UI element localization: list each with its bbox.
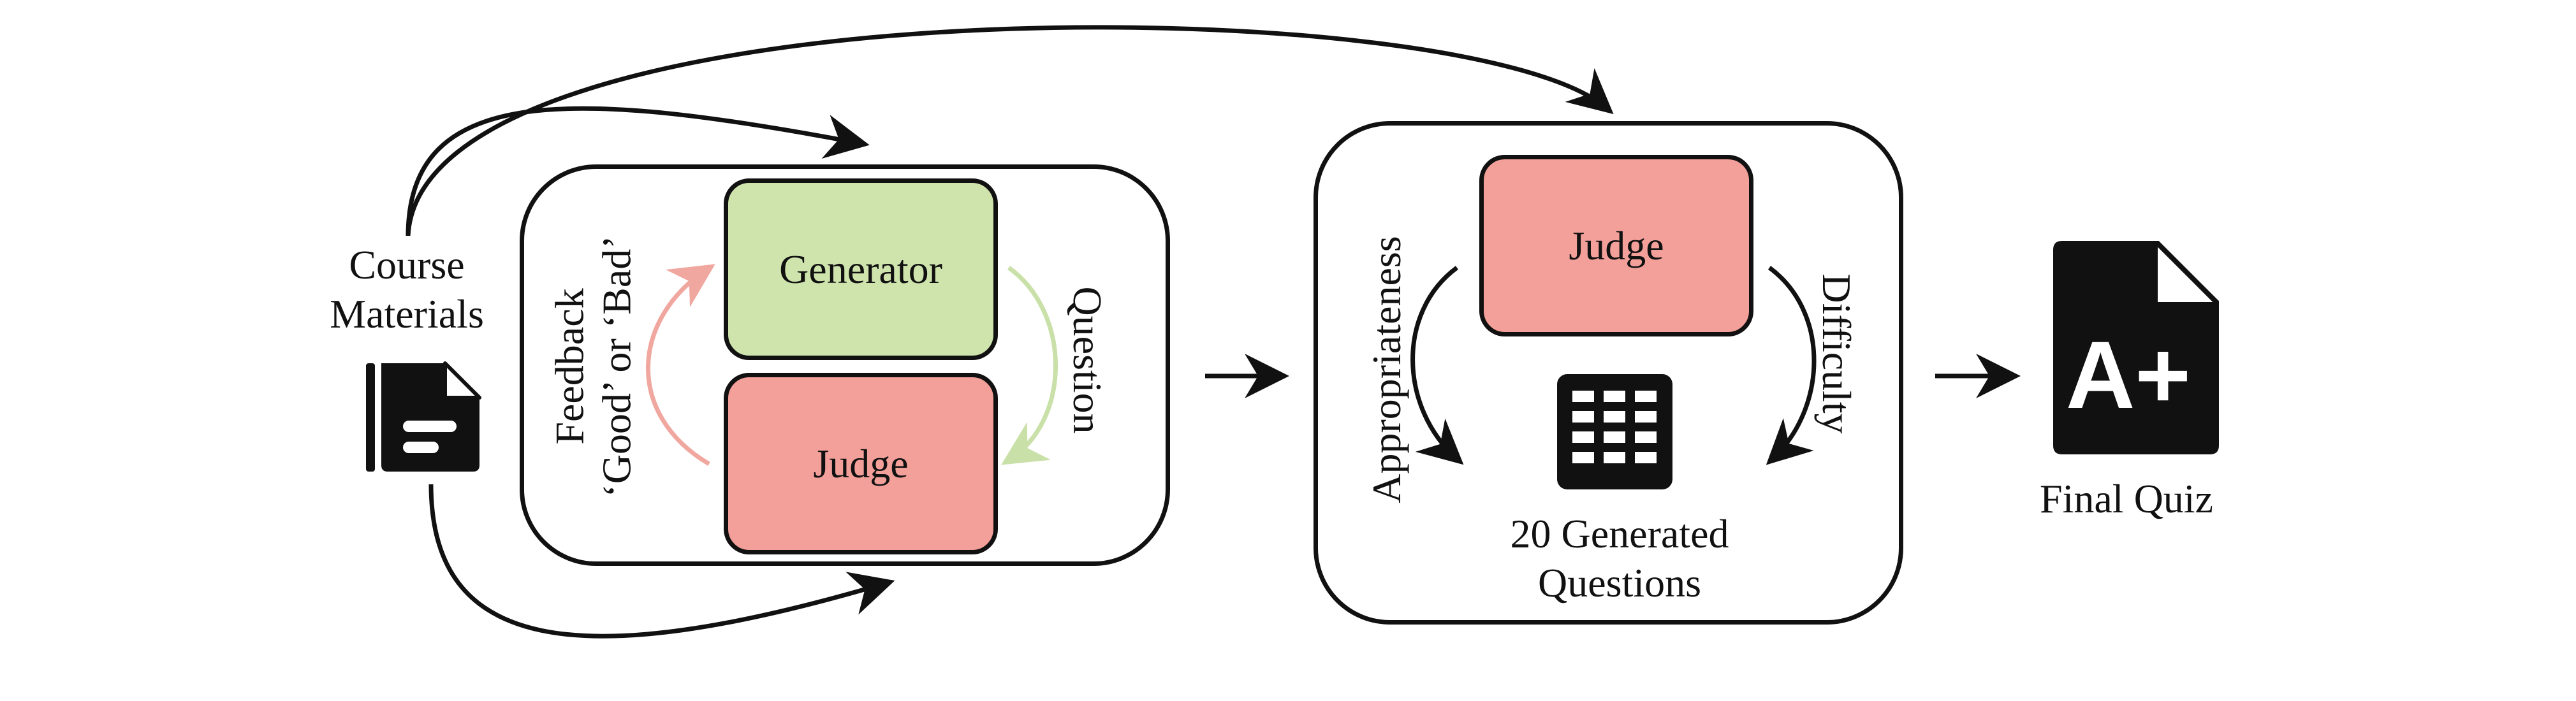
generated-questions-line-2: Questions bbox=[1538, 560, 1701, 605]
loop-judge-node: Judge bbox=[724, 373, 998, 554]
final-quiz-label: Final Quiz bbox=[2040, 476, 2213, 521]
generator-node: Generator bbox=[724, 178, 998, 360]
grade-text: A+ bbox=[2066, 321, 2191, 428]
grade-a-plus-document-icon: A+ bbox=[2053, 241, 2219, 454]
evaluation-judge-label: Judge bbox=[1569, 222, 1664, 268]
evaluation-group bbox=[1314, 121, 1903, 625]
feedback-arrow bbox=[646, 264, 715, 466]
course-materials-label: Course Materials bbox=[330, 241, 484, 339]
arrow-course-to-evaluation bbox=[406, 25, 1614, 236]
loop-judge-label: Judge bbox=[813, 440, 909, 486]
appropriateness-label: Appropriateness bbox=[1364, 236, 1410, 503]
course-materials-line-2: Materials bbox=[330, 291, 484, 336]
generated-questions-line-1: 20 Generated bbox=[1510, 511, 1729, 556]
arrow-course-to-loop-bottom bbox=[428, 484, 895, 639]
generation-loop-group bbox=[520, 164, 1170, 566]
generator-label: Generator bbox=[779, 246, 942, 292]
feedback-line-1: Feedback bbox=[546, 288, 592, 445]
appropriateness-arrow bbox=[1410, 266, 1464, 465]
question-arrow bbox=[1001, 266, 1058, 465]
grid-table-icon bbox=[1557, 374, 1672, 489]
document-icon bbox=[366, 361, 481, 472]
generated-questions-label: 20 Generated Questions bbox=[1511, 510, 1729, 608]
difficulty-arrow bbox=[1766, 266, 1817, 465]
difficulty-label: Difficulty bbox=[1813, 273, 1859, 434]
question-label: Question bbox=[1064, 286, 1110, 434]
feedback-label: Feedback ‘Good’ or ‘Bad’ bbox=[546, 235, 640, 497]
course-materials-line-1: Course bbox=[349, 242, 465, 287]
evaluation-judge-node: Judge bbox=[1479, 155, 1753, 336]
feedback-line-2: ‘Good’ or ‘Bad’ bbox=[594, 235, 639, 498]
